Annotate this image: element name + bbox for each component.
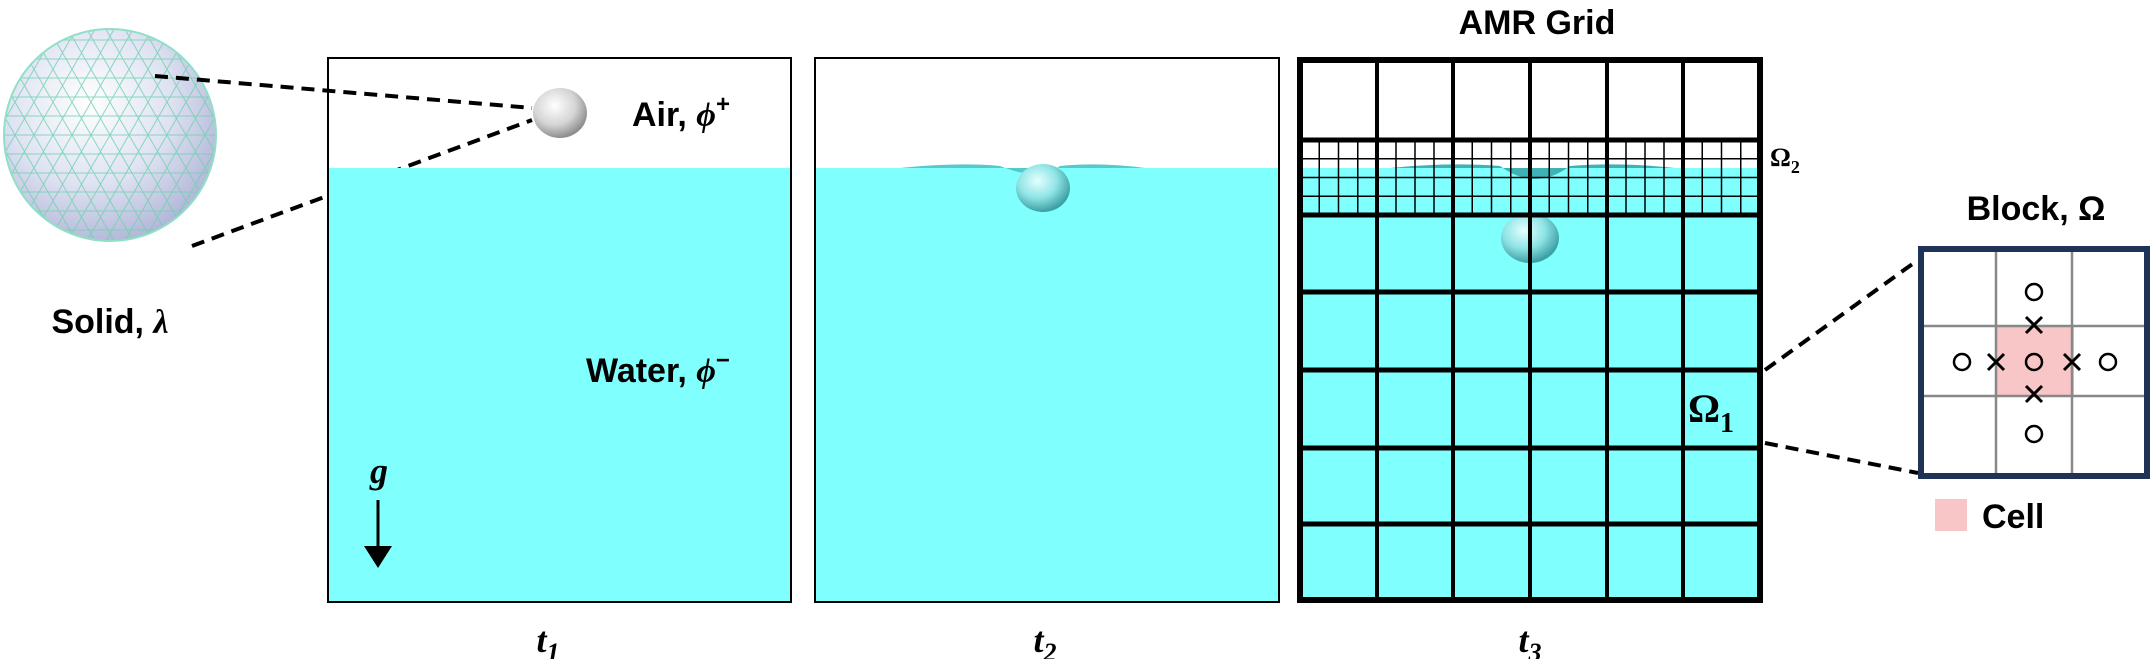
panel-t1: Air, ϕ+ Water, ϕ− g — [327, 57, 792, 603]
water-label: Water, ϕ− — [586, 347, 730, 390]
zoom-line-bottom — [191, 118, 533, 248]
omega2-label: Ω2 — [1770, 143, 1800, 177]
time-label-t3: t3 — [1518, 620, 1541, 659]
water-region — [328, 168, 791, 602]
solid-sphere — [3, 28, 217, 242]
time-label-t1: t1 — [536, 620, 559, 659]
amr-grid-lines — [1300, 60, 1760, 600]
block-zoom-line-top — [1763, 258, 1920, 372]
solid-label: Solid, λ — [51, 303, 168, 341]
block-zoom-line-bottom — [1764, 441, 1919, 475]
block-frame — [1918, 246, 2150, 479]
panel-t3-frame — [1297, 57, 1763, 603]
cell-center-markers — [1952, 282, 2118, 444]
air-label: Air, ϕ+ — [632, 91, 730, 134]
panel-t3 — [1297, 57, 1763, 603]
zoom-line-top — [154, 74, 533, 110]
block-detail — [1918, 246, 2150, 479]
gravity-arrow-icon — [364, 500, 392, 568]
face-markers — [1986, 315, 2082, 404]
cell-legend-label: Cell — [1982, 498, 2044, 536]
solid-ball-submerged — [1016, 164, 1070, 212]
omega1-label: Ω1 — [1688, 386, 1734, 439]
gravity-label: g — [369, 451, 388, 491]
cell-highlight — [1995, 325, 2074, 395]
block-title: Block, Ω — [1967, 190, 2106, 228]
water-region — [815, 168, 1279, 602]
water-splash — [900, 164, 1145, 174]
solid-ball — [533, 88, 587, 138]
panel-t2-frame — [814, 57, 1280, 603]
cell-legend-swatch — [1935, 499, 1967, 531]
water-cavity — [1390, 164, 1675, 179]
panel-t2 — [814, 57, 1280, 603]
amr-title: AMR Grid — [1459, 4, 1616, 42]
time-label-t2: t2 — [1033, 620, 1056, 659]
panel-t1-frame — [327, 57, 792, 603]
